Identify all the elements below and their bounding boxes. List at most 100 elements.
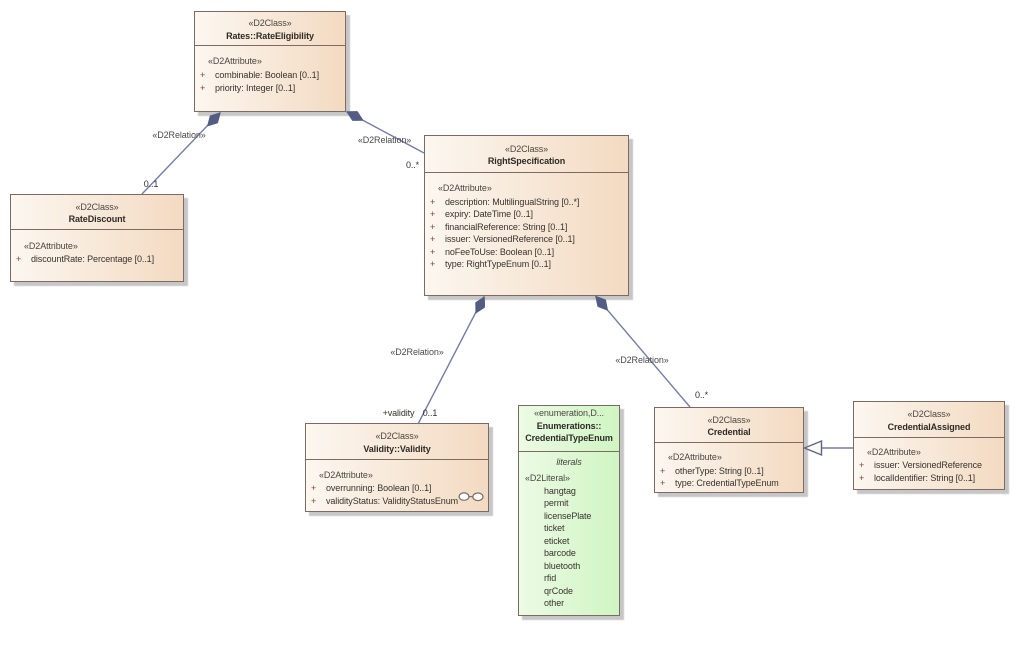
attribute-visibility: + [200,82,206,93]
literal-row: licensePlate [544,510,592,521]
class-credential-title: «D2Class» Credential [655,408,803,443]
class-name: Rates::RateEligibility [226,30,314,41]
class-name: Credential [707,427,751,437]
attribute-stereotype-label: «D2Attribute» [668,452,722,462]
multiplicity-label: 0..* [694,390,709,400]
literal-row: rfid [544,573,557,583]
attribute-row: + discountRate: Percentage [0..1] [11,253,183,266]
attribute-visibility: + [430,259,436,269]
attribute-visibility: + [430,196,436,207]
connector-rightspec-validity[interactable] [417,296,486,425]
attribute-visibility: + [311,483,317,493]
attribute-text: type: RightTypeEnum [0..1] [445,259,551,269]
class-validity-attributes: «D2Attribute» + overrunning: Boolean [0.… [306,460,488,507]
attribute-row: + financialReference: String [0..1] [425,221,628,234]
attribute-row: + noFeeToUse: Boolean [0..1] [425,246,628,259]
stereotype-label: «D2Class» [375,431,419,441]
attribute-row: + type: RightTypeEnum [0..1] [425,258,628,271]
attribute-row: + type: CredentialTypeEnum [655,477,803,490]
attribute-visibility: + [200,70,206,80]
attribute-visibility: + [859,460,865,470]
multiplicity-label: 0..1 [422,407,438,418]
attribute-text: discountRate: Percentage [0..1] [31,254,154,264]
class-rate-eligibility-title: «D2Class» Rates::RateEligibility [195,12,345,46]
attribute-text: overrunning: Boolean [0..1] [326,483,432,493]
attribute-stereotype-label: «D2Attribute» [867,447,921,457]
class-right-specification[interactable]: «D2Class» RightSpecification «D2Attribut… [424,135,629,296]
literal-stereotype-label: «D2Literal» [525,472,570,483]
role-label: +validity [382,407,415,418]
enumeration-literals: literals «D2Literal» hangtag permit lice… [519,452,619,610]
class-credential[interactable]: «D2Class» Credential «D2Attribute» + oth… [654,407,804,493]
attribute-text: otherType: String [0..1] [675,465,764,476]
attribute-visibility: + [859,472,865,483]
attribute-row: + issuer: VersionedReference [0..1] [425,233,628,246]
enumeration-credential-type-enum[interactable]: «enumeration,D... Enumerations:: Credent… [518,405,620,616]
class-right-specification-title: «D2Class» RightSpecification [425,136,628,173]
attribute-row: + overrunning: Boolean [0..1] [306,482,488,495]
connector-stereotype-label: «D2Relation» [390,346,444,357]
literal-row: other [544,598,565,608]
class-name: RightSpecification [487,156,566,166]
connector-stereotype-label: «D2Relation» [615,355,669,365]
stereotype-label: «D2Class» [907,409,951,419]
stereotype-label: «D2Class» [504,143,549,154]
attribute-row: + otherType: String [0..1] [655,464,803,478]
attribute-text: financialReference: String [0..1] [445,221,568,232]
class-rate-discount-attributes: «D2Attribute» + discountRate: Percentage… [11,230,183,266]
attribute-stereotype-label: «D2Attribute» [319,470,373,480]
attribute-visibility: + [430,234,436,244]
attribute-visibility: + [660,465,666,476]
attribute-text: localIdentifier: String [0..1] [874,472,976,483]
attribute-row: + localIdentifier: String [0..1] [854,472,1004,485]
class-credential-attributes: «D2Attribute» + otherType: String [0..1]… [655,443,803,490]
connector-stereotype-label: «D2Relation» [152,129,206,140]
class-credential-assigned-title: «D2Class» CredentialAssigned [854,402,1004,438]
attribute-stereotype-label: «D2Attribute» [24,241,78,251]
attribute-text: description: MultilingualString [0..*] [445,196,580,207]
attribute-text: issuer: VersionedReference [0..1] [445,234,575,244]
attribute-text: expiry: DateTime [0..1] [445,209,533,219]
enumeration-name: CredentialTypeEnum [525,433,613,443]
class-credential-assigned-attributes: «D2Attribute» + issuer: VersionedReferen… [854,438,1004,484]
multiplicity-label: 0..* [405,159,420,170]
attribute-text: issuer: VersionedReference [874,460,982,470]
attribute-row: + issuer: VersionedReference [854,459,1004,472]
attribute-visibility: + [311,495,317,506]
literal-row: permit [544,498,569,508]
attribute-text: validityStatus: ValidityStatusEnum [326,495,458,506]
attribute-text: combinable: Boolean [0..1] [215,70,319,80]
class-rate-eligibility-attributes: «D2Attribute» + combinable: Boolean [0..… [195,46,345,94]
class-name: CredentialAssigned [887,421,971,432]
stereotype-label: «D2Class» [707,414,751,425]
literal-row: ticket [544,523,565,533]
attribute-visibility: + [430,209,436,219]
attribute-stereotype-label: «D2Attribute» [208,56,262,66]
attribute-text: noFeeToUse: Boolean [0..1] [445,246,554,257]
attribute-row: + priority: Integer [0..1] [195,82,345,95]
class-name: RateDiscount [68,214,126,224]
class-credential-assigned[interactable]: «D2Class» CredentialAssigned «D2Attribut… [853,401,1005,490]
attribute-visibility: + [430,246,436,257]
connector-rightspec-credential[interactable] [594,295,691,408]
enumeration-name-namespace: Enumerations:: [536,420,602,431]
literal-row: bluetooth [544,560,581,571]
multiplicity-label: 0..1 [143,178,159,189]
literal-row: hangtag [544,485,576,496]
attribute-visibility: + [16,254,22,264]
class-validity[interactable]: «D2Class» Validity::Validity «D2Attribut… [305,423,489,512]
attribute-row: + expiry: DateTime [0..1] [425,208,628,221]
class-rate-discount[interactable]: «D2Class» RateDiscount «D2Attribute» + d… [10,194,184,282]
attribute-visibility: + [430,221,436,232]
attribute-row: + validityStatus: ValidityStatusEnum [306,495,488,508]
connector-eligibility-rightspec[interactable] [346,110,425,154]
class-rate-eligibility[interactable]: «D2Class» Rates::RateEligibility «D2Attr… [194,11,346,112]
attribute-text: priority: Integer [0..1] [215,82,296,93]
class-rate-discount-title: «D2Class» RateDiscount [11,195,183,230]
connector-generalization-credentialassigned-credential[interactable] [802,439,854,457]
stereotype-label: «enumeration,D... [534,408,604,418]
attribute-text: type: CredentialTypeEnum [675,478,779,488]
enumeration-title: «enumeration,D... Enumerations:: Credent… [519,406,619,452]
